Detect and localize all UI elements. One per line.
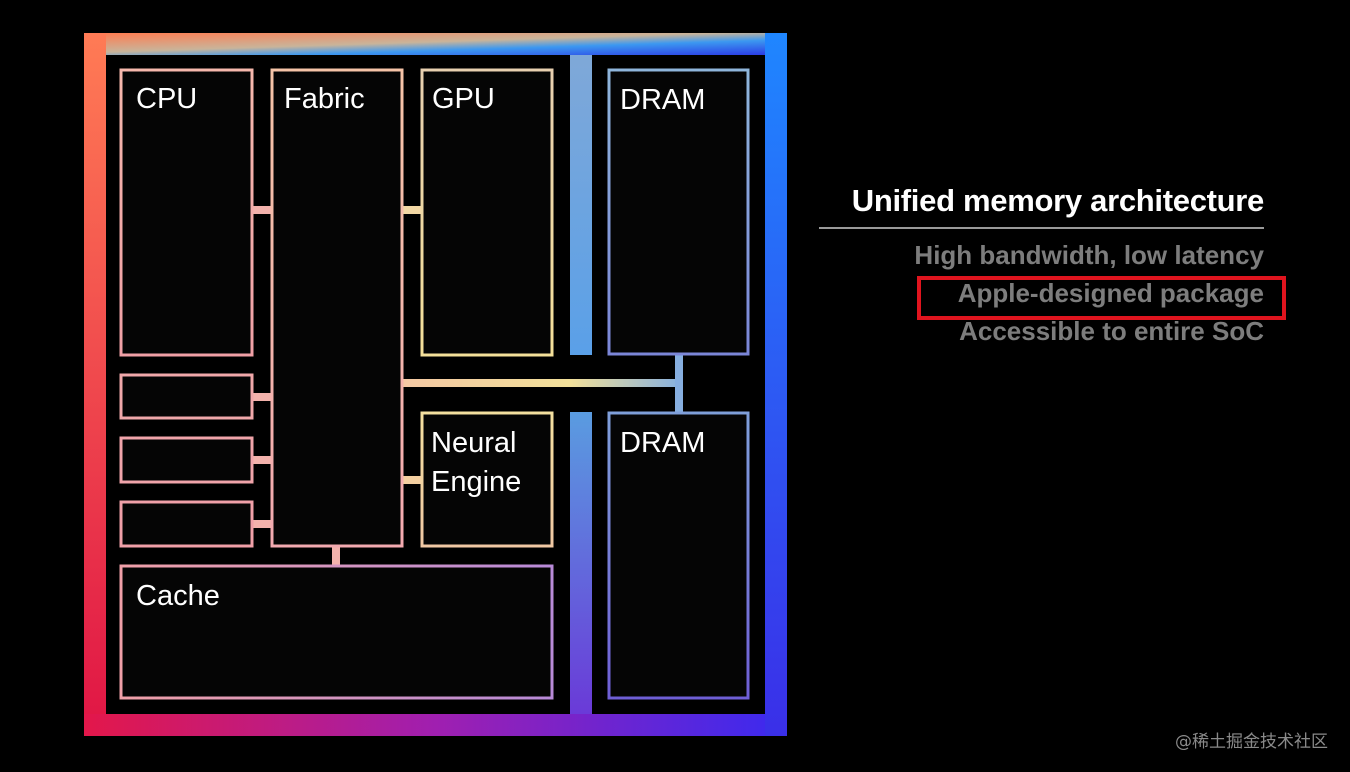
- package-frame: [84, 33, 787, 736]
- neural-label-line1: Neural: [431, 427, 516, 459]
- fabric-cache-link: [332, 544, 340, 566]
- panel-title: Unified memory architecture: [819, 183, 1264, 229]
- bullet-package: Apple-designed package: [957, 278, 1264, 308]
- cache-block: [119, 564, 554, 700]
- neural-engine-block: [420, 411, 554, 548]
- small-block-1: [119, 373, 254, 420]
- fabric-gpu-link: [402, 206, 422, 214]
- highlight-box: [917, 276, 1286, 320]
- dram-vertical-link: [675, 355, 683, 413]
- bullet-accessible: Accessible to entire SoC: [959, 316, 1264, 346]
- dram-bottom-block: [607, 411, 750, 700]
- bullet-bandwidth: High bandwidth, low latency: [914, 240, 1264, 270]
- cluster3-fabric-link: [252, 520, 272, 528]
- cpu-block: [119, 68, 254, 357]
- soc-dram-separator: [570, 55, 592, 714]
- fabric-label: Fabric: [284, 83, 365, 115]
- dram-top-block: [607, 68, 750, 356]
- dram-bottom-label: DRAM: [620, 427, 705, 459]
- cluster2-fabric-link: [252, 456, 272, 464]
- gpu-label: GPU: [432, 83, 495, 115]
- cpu-fabric-link: [252, 206, 272, 214]
- cpu-label: CPU: [136, 83, 197, 115]
- small-block-3: [119, 500, 254, 548]
- connectors: [252, 206, 683, 566]
- fabric-dram-bus: [402, 379, 682, 387]
- cluster1-fabric-link: [252, 393, 272, 401]
- feature-panel: Unified memory architecture High bandwid…: [819, 183, 1264, 350]
- soc-diagram: CPU Fabric GPU DRAM Neural Engine DRAM C…: [84, 33, 787, 736]
- fabric-block: [270, 68, 404, 548]
- small-block-2: [119, 436, 254, 484]
- watermark: @稀土掘金技术社区: [1175, 732, 1328, 752]
- gpu-block: [420, 68, 554, 357]
- fabric-neural-link: [402, 476, 422, 484]
- neural-label-line2: Engine: [431, 466, 521, 498]
- cache-label: Cache: [136, 580, 220, 612]
- dram-top-label: DRAM: [620, 84, 705, 116]
